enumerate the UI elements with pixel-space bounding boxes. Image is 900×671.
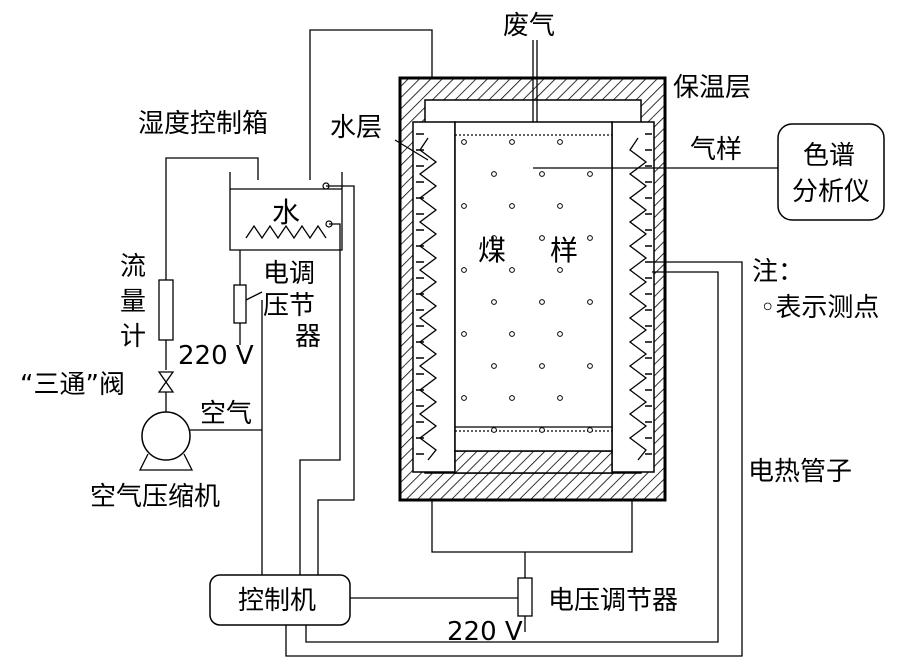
measurement-point — [557, 139, 563, 145]
label-gas-sample: 气样 — [690, 135, 742, 165]
measurement-point — [509, 331, 515, 337]
label-heating-tube: 电热管子 — [748, 457, 852, 487]
measurement-point — [539, 299, 545, 305]
label-flowmeter-1: 流 — [120, 252, 146, 282]
label-regulator-small-1: 电调 — [263, 259, 315, 289]
measurement-point — [539, 235, 545, 241]
measurement-point — [491, 171, 497, 177]
measurement-point — [491, 299, 497, 305]
label-220v-top: 220 V — [178, 341, 254, 371]
measurement-point — [557, 203, 563, 209]
label-water: 水 — [272, 196, 300, 229]
furnace — [398, 76, 667, 502]
label-air: 空气 — [200, 399, 252, 429]
measurement-point — [557, 267, 563, 273]
heating-coil-right — [628, 137, 648, 461]
measurement-point — [587, 427, 593, 433]
measurement-point — [587, 363, 593, 369]
measurement-point — [491, 427, 497, 433]
water-heater-coil — [245, 224, 327, 240]
label-regulator-small-3: 器 — [295, 322, 321, 352]
measurement-point — [491, 363, 497, 369]
measurement-point — [461, 331, 467, 337]
measurement-point — [587, 171, 593, 177]
label-220v-bottom: 220 V — [447, 617, 523, 647]
label-note-body: ◦表示测点 — [760, 293, 879, 323]
measurement-point — [491, 235, 497, 241]
label-voltage-regulator: 电压调节器 — [548, 586, 678, 616]
measurement-points — [461, 139, 593, 433]
coal-sample-chamber — [454, 121, 613, 452]
water-level-marks — [416, 133, 652, 455]
measurement-point — [509, 203, 515, 209]
label-controller: 控制机 — [238, 586, 316, 616]
label-compressor: 空气压缩机 — [90, 482, 220, 512]
label-chromatograph-1: 色谱 — [803, 141, 855, 171]
controller-box — [209, 574, 351, 626]
measurement-point — [539, 171, 545, 177]
label-regulator-small-2: 压节 — [263, 291, 315, 321]
label-coal-2: 样 — [550, 234, 578, 267]
main-voltage-regulator — [517, 577, 533, 617]
measurement-point — [461, 203, 467, 209]
label-humidity-box: 湿度控制箱 — [138, 109, 268, 139]
label-flowmeter-3: 计 — [120, 322, 146, 352]
label-insulation: 保温层 — [673, 73, 751, 103]
measurement-point — [557, 395, 563, 401]
label-three-way-valve: “三通”阀 — [20, 370, 125, 400]
measurement-point — [509, 395, 515, 401]
measurement-point — [461, 267, 467, 273]
measurement-point — [461, 139, 467, 145]
heating-coil-left — [418, 137, 438, 461]
small-voltage-regulator — [233, 284, 247, 324]
label-flowmeter-2: 量 — [120, 287, 146, 317]
label-water-layer: 水层 — [330, 113, 382, 143]
air-compressor — [141, 411, 191, 461]
water-jacket-left — [412, 121, 456, 473]
measurement-point — [539, 427, 545, 433]
measurement-point — [539, 363, 545, 369]
three-way-valve — [157, 371, 175, 393]
label-exhaust: 废气 — [503, 11, 555, 41]
label-note-title: 注： — [752, 257, 804, 287]
furnace-bottom-hatch — [454, 450, 613, 474]
humidity-control-box — [229, 172, 343, 251]
label-coal-1: 煤 — [478, 234, 506, 267]
measurement-point — [587, 299, 593, 305]
measurement-point — [509, 139, 515, 145]
label-chromatograph-2: 分析仪 — [792, 177, 870, 207]
flowmeter — [158, 279, 174, 341]
measurement-point — [509, 267, 515, 273]
measurement-point — [557, 331, 563, 337]
chromatograph-box — [777, 123, 885, 221]
measurement-point — [587, 235, 593, 241]
measurement-point — [461, 395, 467, 401]
